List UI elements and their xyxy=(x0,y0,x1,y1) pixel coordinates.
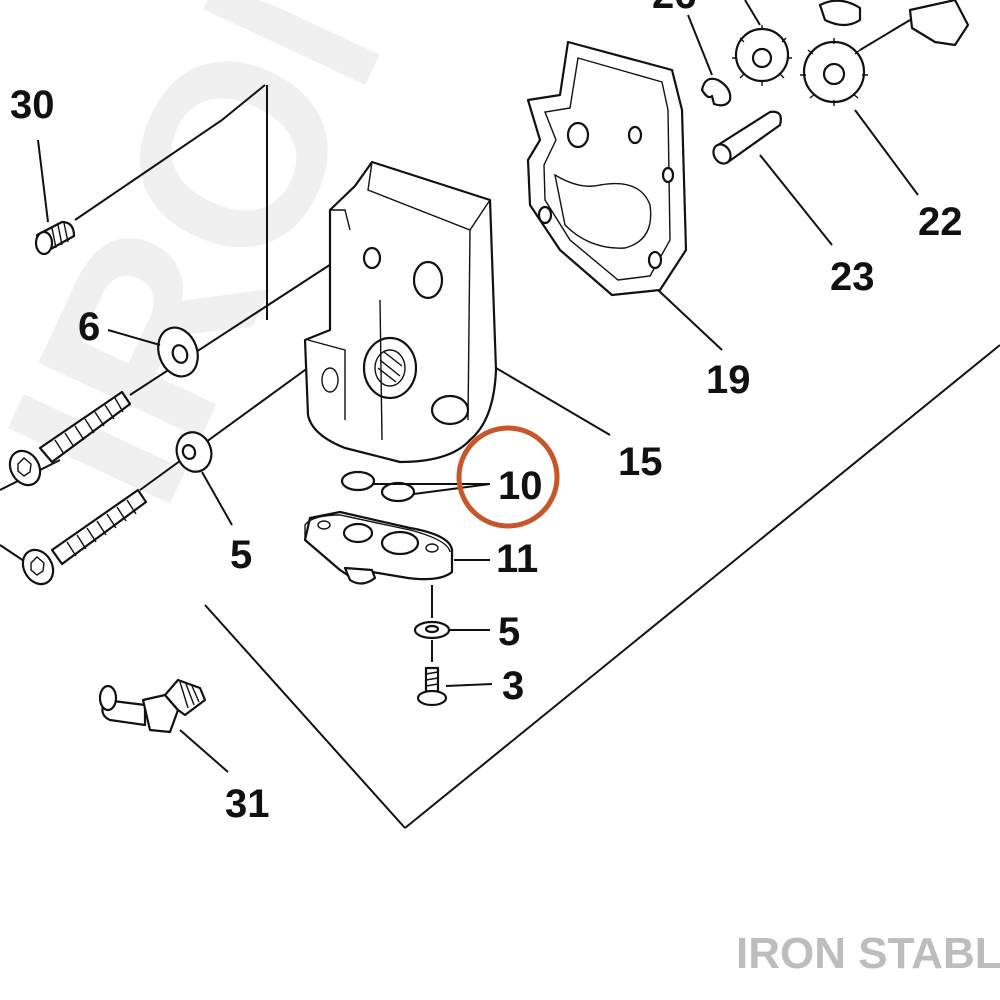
brand-logo-text: IRON STABLE xyxy=(736,929,1000,978)
part-26-key xyxy=(700,77,732,107)
part-10-o-rings xyxy=(340,470,416,503)
axis-30b xyxy=(221,84,266,121)
long-screw-upper xyxy=(8,390,132,487)
axis-gears xyxy=(859,19,911,51)
leader-26 xyxy=(687,14,713,76)
highlight-circle-10 xyxy=(456,425,560,529)
callout-11: 11 xyxy=(496,537,538,581)
axis-30 xyxy=(74,119,223,221)
part-30-set-screw xyxy=(34,220,76,256)
leader-5-left xyxy=(201,471,233,526)
leader-3 xyxy=(445,683,493,687)
leader-23 xyxy=(759,154,833,246)
leader-10b xyxy=(413,483,491,495)
part-11-cover-plate xyxy=(303,510,454,585)
frame-line-bottom-left xyxy=(204,604,406,829)
callout-23: 23 xyxy=(830,255,875,299)
leader-31 xyxy=(179,729,229,773)
leader-15 xyxy=(495,367,611,436)
callout-5-bottom: 5 xyxy=(498,610,520,654)
part-6-washer xyxy=(157,326,199,378)
part-5-washer-left xyxy=(175,431,213,473)
leader-lines xyxy=(37,0,919,773)
part-3-screw xyxy=(416,666,448,707)
callout-6: 6 xyxy=(78,305,100,349)
leader-6 xyxy=(107,329,161,346)
part-31-elbow-fitting xyxy=(98,678,207,734)
callout-30: 30 xyxy=(10,83,55,127)
leader-30 xyxy=(37,139,49,223)
part-5-washer-bottom xyxy=(413,620,451,640)
callout-5-left: 5 xyxy=(230,533,252,577)
part-23-pin xyxy=(712,110,782,165)
part-22-gears xyxy=(732,0,970,106)
long-screw-lower xyxy=(21,488,148,586)
leader-22a xyxy=(744,0,761,26)
frame-lines xyxy=(0,85,1000,829)
callout-10: 10 xyxy=(498,464,543,508)
leader-22b xyxy=(854,109,919,196)
callout-15: 15 xyxy=(618,440,663,484)
callout-3: 3 xyxy=(502,664,524,708)
callout-19: 19 xyxy=(706,358,751,402)
part-15-pump-body xyxy=(303,160,498,464)
callout-31: 31 xyxy=(225,782,270,826)
callout-labels: 30 6 5 26 22 23 19 15 10 11 5 3 31 xyxy=(10,0,963,826)
part-19-gasket xyxy=(526,40,688,297)
leader-19 xyxy=(657,289,723,351)
axis-6 xyxy=(129,254,346,396)
callout-26: 26 xyxy=(652,0,697,17)
frame-line-bottom-right xyxy=(404,344,1000,829)
callout-22: 22 xyxy=(918,200,963,244)
